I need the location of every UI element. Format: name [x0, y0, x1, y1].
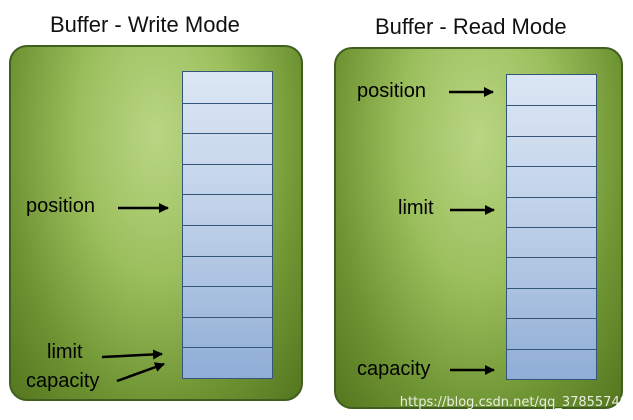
read-mode-position-label: position	[357, 80, 426, 102]
read-buffer-cell	[507, 227, 596, 257]
write-buffer-cell	[183, 316, 272, 348]
write-buffer-cell	[183, 102, 272, 134]
read-buffer-cell	[507, 257, 596, 287]
read-buffer-cell	[507, 196, 596, 227]
write-buffer-cell	[183, 72, 272, 103]
read-mode-limit-label: limit	[398, 197, 434, 219]
write-buffer-cell	[183, 286, 272, 317]
write-buffer-cell	[183, 347, 272, 378]
read-buffer-cell	[507, 318, 596, 348]
write-mode-position-label: position	[26, 195, 95, 217]
write-buffer-cell	[183, 225, 272, 256]
read-buffer-cell	[507, 287, 596, 318]
read-mode-buffer	[506, 74, 597, 380]
read-mode-title: Buffer - Read Mode	[375, 14, 567, 39]
read-buffer-cell	[507, 348, 596, 379]
write-buffer-cell	[183, 194, 272, 225]
write-mode-title: Buffer - Write Mode	[50, 12, 240, 37]
write-mode-limit-label: limit	[47, 341, 83, 363]
write-buffer-cell	[183, 255, 272, 287]
read-buffer-cell	[507, 135, 596, 166]
read-buffer-cell	[507, 166, 596, 196]
write-buffer-cell	[183, 133, 272, 164]
read-buffer-cell	[507, 75, 596, 105]
read-mode-capacity-label: capacity	[357, 358, 431, 380]
write-mode-buffer	[182, 71, 273, 379]
watermark: https://blog.csdn.net/qq_37855749	[399, 395, 628, 410]
write-mode-capacity-label: capacity	[26, 370, 100, 392]
write-buffer-cell	[183, 163, 272, 195]
read-buffer-cell	[507, 105, 596, 135]
